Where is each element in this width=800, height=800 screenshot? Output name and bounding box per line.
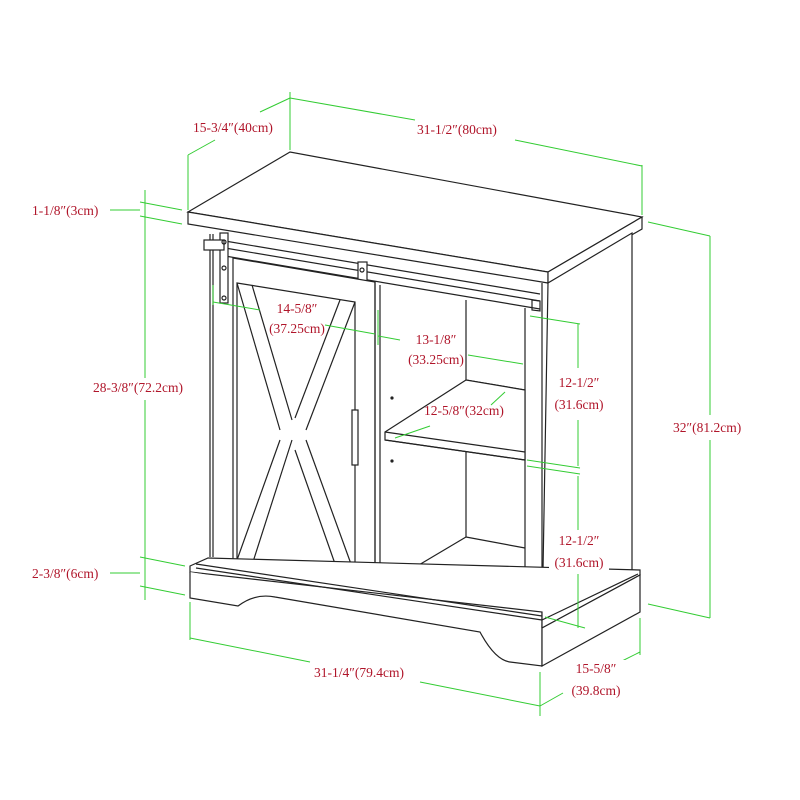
top-thickness-label: 1-1/8″(3cm) (31, 202, 100, 219)
top-width-label: 31-1/2″(80cm) (416, 121, 498, 138)
base-depth-label-inches: 15-5/8″ (565, 660, 627, 677)
lower-opening-height-label-cm: (31.6cm) (549, 554, 609, 571)
cabinet-outline (186, 151, 644, 668)
door-width-label-inches: 14-5/8″ (276, 301, 318, 316)
upper-opening-height-label-cm: (31.6cm) (549, 396, 609, 413)
shelf-depth-label: 12-5/8″(32cm) (424, 403, 504, 418)
opening-width-label-cm: (33.25cm) (408, 352, 464, 367)
base-height-label: 2-3/8″(6cm) (31, 565, 100, 582)
base-depth-label-cm: (39.8cm) (565, 682, 627, 699)
upper-opening-height-label-inches: 12-1/2″ (549, 374, 609, 391)
base-width-label: 31-1/4″(79.4cm) (313, 664, 405, 681)
top-depth-label: 15-3/4″(40cm) (192, 119, 274, 136)
opening-width-label-inches: 13-1/8″ (415, 332, 457, 347)
lower-opening-height-label-inches: 12-1/2″ (549, 532, 609, 549)
overall-height-label: 32″(81.2cm) (672, 419, 743, 436)
dimension-lines (110, 92, 711, 716)
door-width-label-cm: (37.25cm) (269, 321, 325, 336)
body-height-label: 28-3/8″(72.2cm) (92, 379, 184, 396)
